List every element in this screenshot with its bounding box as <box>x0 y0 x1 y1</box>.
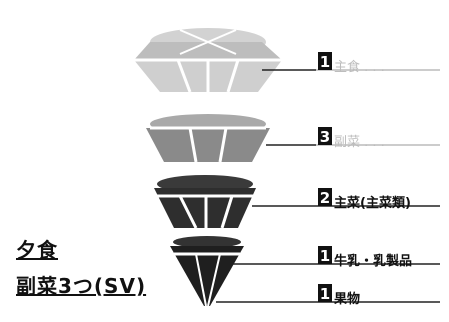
meal-caption: 夕食 <box>16 234 58 263</box>
tier-2-label: 副菜 . . . <box>334 131 385 150</box>
tier-4-label: 牛乳・乳製品 <box>334 250 412 269</box>
tier-3-label: 主菜(主菜類) <box>334 192 411 211</box>
tier-side-dish <box>146 114 270 162</box>
tier-staple-food <box>134 28 282 92</box>
number-badges: 1 3 2 1 1 <box>318 52 332 303</box>
tier-5-count: 1 <box>320 285 330 303</box>
tier-milk-and-fruit <box>170 236 244 306</box>
tier-1-count: 1 <box>320 53 330 71</box>
tier-1-label: 主食 . . . <box>334 56 385 75</box>
servings-caption: 副菜3つ(SV) <box>16 270 146 299</box>
tier-4-count: 1 <box>320 247 330 265</box>
tier-3-count: 2 <box>320 189 330 207</box>
tier-main-dish <box>154 175 256 228</box>
tier-5-label: 果物 <box>334 288 360 307</box>
tier-2-count: 3 <box>320 128 330 146</box>
